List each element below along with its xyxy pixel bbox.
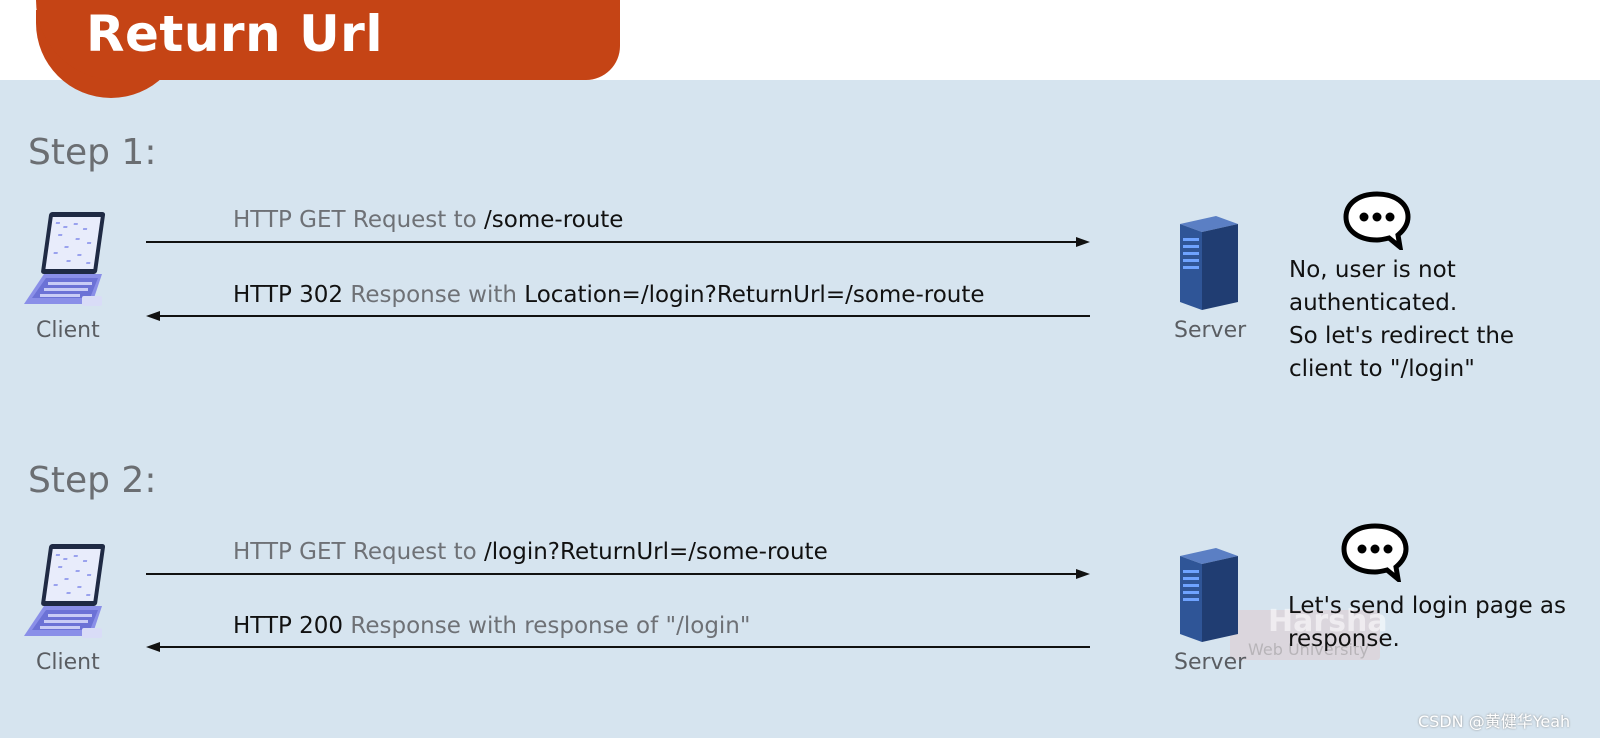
request-target: /some-route — [484, 207, 624, 233]
watermark-brand: Harsha — [1268, 604, 1388, 639]
client-label: Client — [36, 318, 100, 343]
note-line: So let's redirect the — [1289, 323, 1515, 349]
laptop-icon — [24, 212, 106, 306]
request-message: HTTP GET Request to /some-route — [233, 205, 623, 235]
arrow-right-icon — [146, 569, 1090, 579]
laptop-icon — [24, 544, 106, 638]
watermark-box — [1230, 610, 1380, 660]
request-target: /login?ReturnUrl=/some-route — [484, 539, 828, 565]
request-message: HTTP GET Request to /login?ReturnUrl=/so… — [233, 537, 828, 567]
source-credit: CSDN @黄健华Yeah — [1418, 712, 1571, 731]
server-label: Server — [1174, 318, 1247, 343]
note-line: client to "/login" — [1289, 356, 1475, 382]
response-middle: Response with — [350, 282, 517, 308]
response-message: HTTP 200 Response with response of "/log… — [233, 611, 750, 641]
page-title: Return Url — [86, 5, 383, 63]
note-line: response. — [1288, 626, 1400, 652]
response-middle: Response with response of "/login" — [350, 613, 751, 639]
slide-background — [0, 80, 1600, 738]
step-2-heading: Step 2: — [28, 460, 157, 501]
arrow-right-icon — [146, 237, 1090, 247]
response-message: HTTP 302 Response with Location=/login?R… — [233, 280, 985, 310]
note-line: Let's send login page as — [1288, 593, 1566, 619]
speech-bubble-icon — [1343, 191, 1411, 250]
server-note: No, user is not authenticated. So let's … — [1289, 254, 1514, 386]
watermark-sub: Web University — [1248, 640, 1369, 659]
request-prefix: HTTP GET Request to — [233, 207, 477, 233]
request-prefix: HTTP GET Request to — [233, 539, 477, 565]
speech-bubble-icon — [1341, 523, 1409, 582]
server-note: Let's send login page as response. — [1288, 590, 1566, 656]
arrow-left-icon — [146, 311, 1090, 321]
response-status: HTTP 200 — [233, 613, 344, 639]
server-icon — [1180, 216, 1238, 310]
response-status: HTTP 302 — [233, 282, 344, 308]
title-tab — [36, 0, 620, 80]
server-label: Server — [1174, 650, 1247, 675]
step-1-heading: Step 1: — [28, 132, 157, 173]
response-detail: Location=/login?ReturnUrl=/some-route — [524, 282, 985, 308]
note-line: authenticated. — [1289, 290, 1458, 316]
server-icon — [1180, 548, 1238, 642]
arrow-left-icon — [146, 642, 1090, 652]
note-line: No, user is not — [1289, 257, 1456, 283]
client-label: Client — [36, 650, 100, 675]
